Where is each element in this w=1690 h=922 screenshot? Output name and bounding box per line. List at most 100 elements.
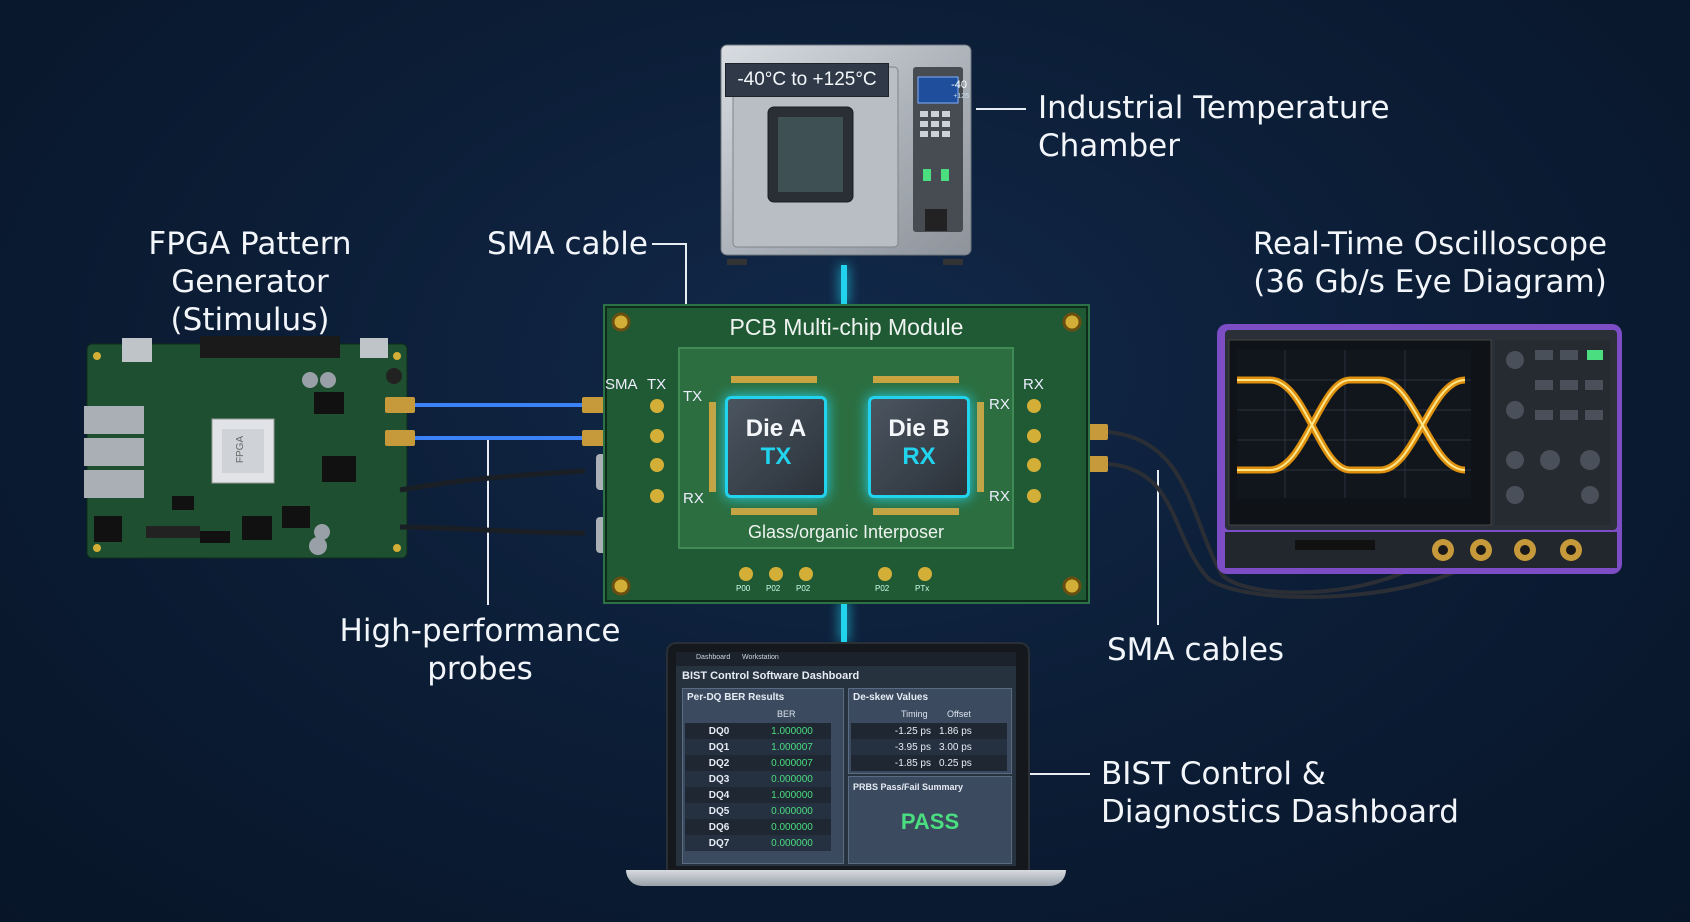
sma-cable-label: SMA cable [487,226,648,262]
sma-connector-fpga-1 [385,397,415,413]
ber-row-value: 1.000007 [771,741,813,753]
ber-panel-title: Per-DQ BER Results [687,692,785,703]
chamber-graphic [720,44,972,265]
bist-label: BIST Control & Diagnostics Dashboard [1101,755,1459,831]
sma-connector-fpga-2 [385,430,415,446]
deskew-row-timing: -1.85 ps [894,757,931,769]
dashboard-tabbar: Dashboard Workstation [676,652,1016,666]
probes-leader [487,440,489,605]
ber-row: DQ4 1.000000 [685,787,831,803]
sma-cables-leader [1157,470,1159,625]
ber-row-dq: DQ4 [708,789,730,801]
dashboard-title: BIST Control Software Dashboard [682,670,860,682]
pcb-sma-label: SMA [605,376,638,393]
die-b-name: Die B [888,415,950,442]
deskew-row-offset: 3.00 ps [939,741,972,753]
pad-label-4: PTx [915,584,930,593]
fpga-label-line1: FPGA Pattern Generator [148,226,352,300]
ber-row-dq: DQ6 [708,821,730,833]
pcb-tx-top-label: TX [647,376,667,393]
probes-label: High-performance probes [330,612,630,688]
probe-cable-1 [399,468,586,493]
deskew-header-timing: Timing [901,709,928,719]
laptop: Dashboard Workstation BIST Control Softw… [626,642,1066,894]
deskew-row-offset: 1.86 ps [939,725,972,737]
sma-cable-leader-v [685,243,687,305]
deskew-row: -1.25 ps 1.86 ps [851,723,1007,739]
deskew-panel-title: De-skew Values [853,692,929,703]
chamber-glow-link [841,265,847,305]
tab-workstation[interactable]: Workstation [742,654,779,661]
ber-row-value: 0.000000 [771,837,813,849]
ber-row: DQ3 0.000000 [685,771,831,787]
tab-dashboard[interactable]: Dashboard [696,654,731,661]
chamber-temp-badge: -40°C to +125°C [725,63,889,97]
scope-cable-1 [1107,430,1440,595]
deskew-row-timing: -1.25 ps [894,725,931,737]
scope-label-line1: Real-Time Oscilloscope [1252,226,1608,262]
ber-row-value: 0.000000 [771,805,813,817]
deskew-table: -1.25 ps 1.86 ps -3.95 ps 3.00 ps -1.85 ps 0.… [851,723,1007,771]
prbs-panel: PRBS Pass/Fail Summary PASS [848,776,1012,864]
deskew-row-offset: 0.25 ps [939,757,972,769]
probes-label-line1: High-performance [339,613,621,649]
ber-row-dq: DQ0 [708,725,730,737]
die-a: Die A TX [725,396,827,498]
fpga-label-line2: (Stimulus) [170,302,330,338]
pcb-rx-right-inner-label: RX [989,396,1010,413]
pcb-title: PCB Multi-chip Module [729,314,964,340]
die-b-role: RX [902,443,936,470]
dashboard-screen: Dashboard Workstation BIST Control Softw… [676,652,1016,866]
ber-row-value: 1.000000 [771,789,813,801]
chamber-label: Industrial Temperature Chamber [1038,89,1390,165]
sma-cable-leader-h [652,243,686,245]
scope-label-line2: (36 Gb/s Eye Diagram) [1253,264,1607,300]
scope-cable-2 [1107,462,1487,599]
ber-row: DQ0 1.000000 [685,723,831,739]
temperature-chamber: -40°C to +125°C -40 +125 [713,37,978,267]
ber-header: BER [777,709,796,719]
pad-label-2: P02 [796,584,811,593]
die-b: Die B RX [868,396,970,498]
fpga-board-graphic [84,336,408,559]
bist-leader [1025,773,1090,775]
ber-row-value: 0.000000 [771,773,813,785]
chamber-label-line1: Industrial Temperature [1038,90,1390,126]
deskew-row-timing: -3.95 ps [894,741,931,753]
ber-row-value: 0.000000 [771,821,813,833]
oscilloscope [1215,320,1635,582]
chamber-leader [976,108,1026,110]
oscilloscope-graphic [1217,324,1622,574]
ber-row-dq: DQ5 [708,805,730,817]
chamber-display-sub: +125 [953,93,969,100]
deskew-panel: De-skew Values Timing Offset -1.25 ps 1.8… [848,688,1012,774]
ber-row-dq: DQ3 [708,773,730,785]
ber-row: DQ5 0.000000 [685,803,831,819]
pcb-tx-inner-label: TX [683,388,703,405]
die-a-role: TX [760,443,792,470]
ber-row-dq: DQ2 [708,757,730,769]
prbs-result: PASS [900,809,960,834]
bist-label-line2: Diagnostics Dashboard [1101,794,1459,830]
deskew-row: -1.85 ps 0.25 ps [851,755,1007,771]
scope-label: Real-Time Oscilloscope (36 Gb/s Eye Diag… [1240,225,1620,301]
fpga-label: FPGA Pattern Generator (Stimulus) [70,225,430,339]
pad-label-1: P02 [766,584,781,593]
ber-row-dq: DQ7 [708,837,730,849]
pcb-rx-right-top-label: RX [1023,376,1044,393]
interposer-label: Glass/organic Interposer [747,522,945,542]
deskew-header-offset: Offset [947,709,971,719]
ber-row-value: 1.000000 [771,725,813,737]
fpga-board: FPGA [82,336,412,566]
pcb-rx-left-label: RX [683,490,704,507]
ber-row: DQ7 0.000000 [685,835,831,851]
ber-row-value: 0.000007 [771,757,813,769]
pcb-decor [611,312,1082,596]
pad-label-3: P02 [875,584,890,593]
laptop-base [626,870,1066,886]
pcb-module: PCB Multi-chip Module SMA TX TX RX RX RX… [603,304,1090,604]
ber-row: DQ6 0.000000 [685,819,831,835]
